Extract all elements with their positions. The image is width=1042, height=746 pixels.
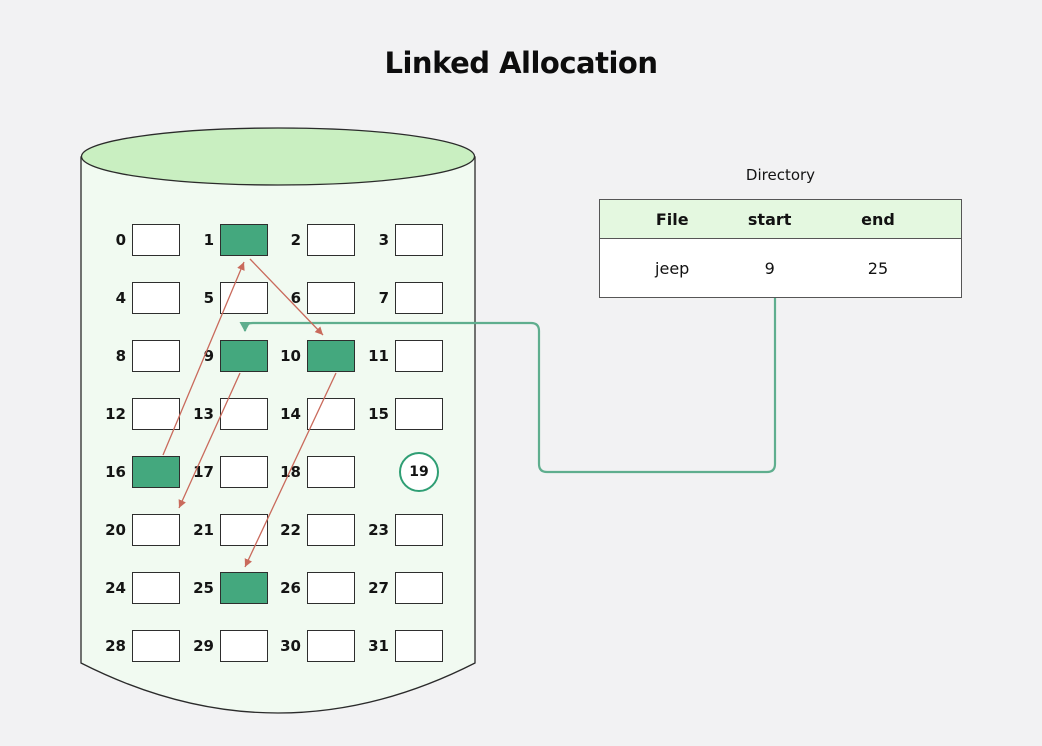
directory-cell-start: 9 — [764, 258, 775, 278]
disk-block-label-30: 30 — [280, 637, 301, 655]
disk-block-label-17: 17 — [193, 463, 214, 481]
disk-block-4 — [132, 282, 180, 314]
disk-block-label-23: 23 — [368, 521, 389, 539]
disk-block-25 — [220, 572, 268, 604]
page-title: Linked Allocation — [384, 46, 658, 80]
disk-block-30 — [307, 630, 355, 662]
disk-block-26 — [307, 572, 355, 604]
disk-block-20 — [132, 514, 180, 546]
disk-block-15 — [395, 398, 443, 430]
disk-block-label-13: 13 — [193, 405, 214, 423]
disk-block-22 — [307, 514, 355, 546]
disk-block-label-4: 4 — [115, 289, 126, 307]
disk-block-label-11: 11 — [368, 347, 389, 365]
disk-block-label-2: 2 — [290, 231, 301, 249]
disk-block-1 — [220, 224, 268, 256]
disk-block-23 — [395, 514, 443, 546]
directory-header-row: File start end — [600, 200, 961, 239]
disk-block-18 — [307, 456, 355, 488]
disk-block-label-20: 20 — [105, 521, 126, 539]
disk-block-label-3: 3 — [378, 231, 389, 249]
disk-block-label-15: 15 — [368, 405, 389, 423]
directory-header-file: File — [655, 209, 689, 229]
disk-block-label-27: 27 — [368, 579, 389, 597]
disk-block-label-16: 16 — [105, 463, 126, 481]
disk-block-5 — [220, 282, 268, 314]
disk-block-31 — [395, 630, 443, 662]
disk-block-0 — [132, 224, 180, 256]
disk-block-label-31: 31 — [368, 637, 389, 655]
disk-block-label-25: 25 — [193, 579, 214, 597]
disk-block-label-9: 9 — [203, 347, 214, 365]
disk-block-label-0: 0 — [115, 231, 126, 249]
disk-block-17 — [220, 456, 268, 488]
directory-cell-file: jeep — [655, 258, 690, 278]
disk-block-label-18: 18 — [280, 463, 301, 481]
disk-block-9 — [220, 340, 268, 372]
directory-header-end: end — [861, 209, 895, 229]
disk-block-label-14: 14 — [280, 405, 301, 423]
disk-block-7 — [395, 282, 443, 314]
disk-block-label-22: 22 — [280, 521, 301, 539]
disk-block-2 — [307, 224, 355, 256]
disk-block-24 — [132, 572, 180, 604]
disk-block-11 — [395, 340, 443, 372]
disk-block-12 — [132, 398, 180, 430]
disk-block-label-29: 29 — [193, 637, 214, 655]
directory-table: File start end jeep 9 25 — [599, 199, 962, 298]
disk-block-label-26: 26 — [280, 579, 301, 597]
disk-block-label-10: 10 — [280, 347, 301, 365]
disk-block-label-12: 12 — [105, 405, 126, 423]
disk-block-label-7: 7 — [378, 289, 389, 307]
disk-block-16 — [132, 456, 180, 488]
disk-block-label-24: 24 — [105, 579, 126, 597]
directory-cell-end: 25 — [867, 258, 889, 278]
disk-block-6 — [307, 282, 355, 314]
disk-block-10 — [307, 340, 355, 372]
disk-block-label-6: 6 — [290, 289, 301, 307]
disk-block-3 — [395, 224, 443, 256]
directory-header-start: start — [747, 209, 792, 229]
disk-block-13 — [220, 398, 268, 430]
disk-block-8 — [132, 340, 180, 372]
disk-block-label-1: 1 — [203, 231, 214, 249]
disk-block-29 — [220, 630, 268, 662]
disk-block-label-28: 28 — [105, 637, 126, 655]
directory-data-row: jeep 9 25 — [600, 239, 961, 297]
disk-block-14 — [307, 398, 355, 430]
disk-block-label-21: 21 — [193, 521, 214, 539]
disk-block-27 — [395, 572, 443, 604]
disk-block-label-5: 5 — [203, 289, 214, 307]
directory-title: Directory — [745, 166, 816, 184]
disk-block-19: 19 — [399, 452, 439, 492]
disk-block-label-8: 8 — [115, 347, 126, 365]
disk-block-21 — [220, 514, 268, 546]
disk-block-28 — [132, 630, 180, 662]
